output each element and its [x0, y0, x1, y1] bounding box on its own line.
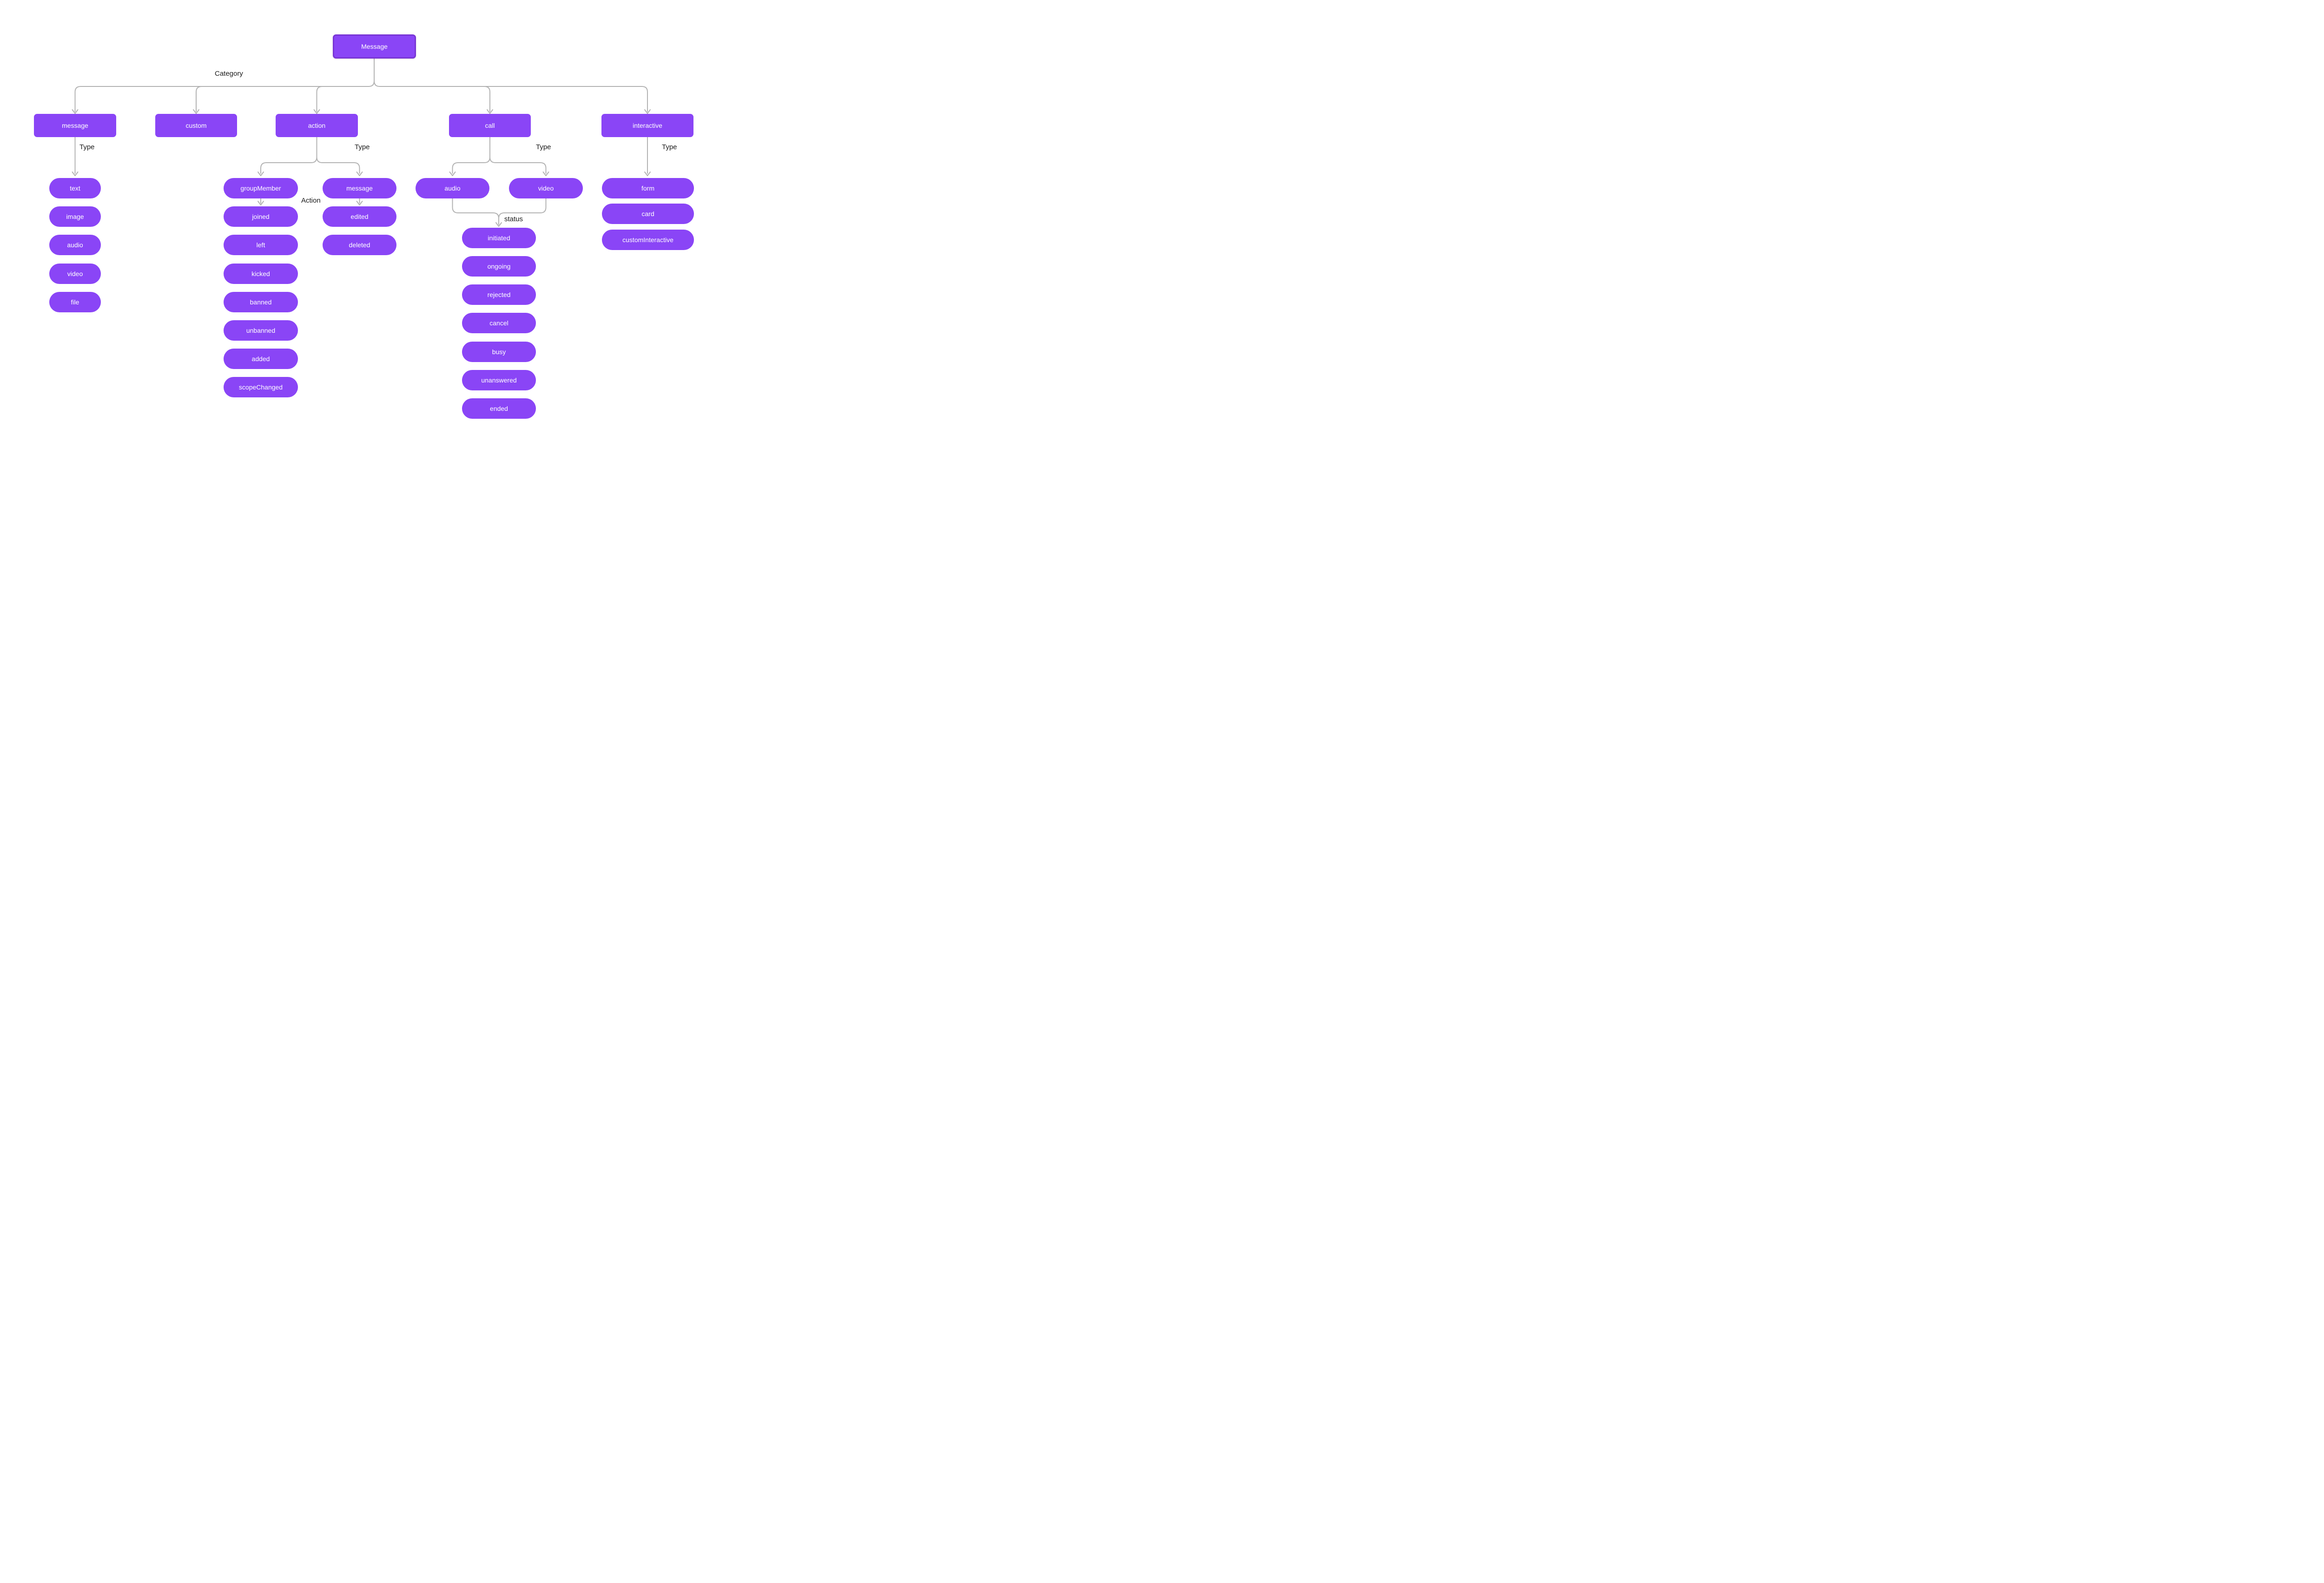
edge-rail-to-custom	[196, 86, 202, 112]
arrowhead	[193, 109, 199, 114]
node-type-audio: audio	[49, 235, 101, 255]
edge-action-fork-left	[260, 137, 317, 174]
node-type-file: file	[49, 292, 101, 312]
edge-root-to-left-rail	[74, 58, 375, 112]
edge-label-category: Category	[215, 70, 243, 78]
node-interactive-form: form	[602, 178, 694, 198]
node-type-text: text	[49, 178, 101, 198]
node-action-unbanned: unbanned	[224, 320, 298, 341]
node-action-added: added	[224, 349, 298, 369]
edge-call-fork-left	[452, 137, 490, 174]
edge-video-merge	[498, 198, 547, 219]
node-type-video: video	[49, 264, 101, 284]
arrowhead	[356, 201, 363, 205]
node-category-custom: custom	[155, 114, 237, 137]
edges-layer	[72, 58, 651, 227]
edge-label-type-call: Type	[536, 143, 551, 151]
arrowhead	[644, 171, 651, 176]
node-action-left: left	[224, 235, 298, 255]
edge-label-status: status	[504, 215, 523, 223]
node-type-image: image	[49, 206, 101, 227]
arrowhead	[356, 171, 363, 176]
edge-action-fork-right	[316, 157, 360, 174]
edge-audio-merge	[452, 198, 499, 225]
arrowhead	[72, 109, 79, 114]
node-status-initiated: initiated	[462, 228, 536, 248]
node-action-deleted: deleted	[323, 235, 396, 255]
node-action-scopechanged: scopeChanged	[224, 377, 298, 397]
node-action-edited: edited	[323, 206, 396, 227]
arrowhead	[313, 109, 320, 114]
node-category-call: call	[449, 114, 531, 137]
edge-label-type-interactive: Type	[662, 143, 677, 151]
node-action-joined: joined	[224, 206, 298, 227]
node-call-audio: audio	[416, 178, 489, 198]
node-action-kicked: kicked	[224, 264, 298, 284]
edge-label-type-message: Type	[79, 143, 95, 151]
node-call-video: video	[509, 178, 583, 198]
node-category-interactive: interactive	[601, 114, 693, 137]
node-status-busy: busy	[462, 342, 536, 362]
edge-call-fork-right	[489, 157, 547, 174]
node-status-rejected: rejected	[462, 284, 536, 305]
node-status-cancel: cancel	[462, 313, 536, 333]
node-category-message: message	[34, 114, 116, 137]
node-action-banned: banned	[224, 292, 298, 312]
edge-rail-to-call	[484, 86, 490, 112]
arrowhead	[449, 171, 456, 176]
node-status-ongoing: ongoing	[462, 256, 536, 277]
arrowhead	[487, 109, 493, 114]
edge-root-to-right-rail	[374, 80, 648, 112]
arrowhead	[72, 171, 79, 176]
arrowhead	[257, 201, 264, 205]
node-interactive-card: card	[602, 204, 694, 224]
edge-label-type-action: Type	[355, 143, 370, 151]
edge-label-action: Action	[301, 197, 321, 204]
arrowhead	[495, 222, 502, 227]
node-message-root: Message	[333, 34, 416, 59]
arrowhead	[644, 109, 651, 114]
node-interactive-custominteractive: customInteractive	[602, 230, 694, 250]
arrowhead	[542, 171, 549, 176]
edge-rail-to-action	[316, 86, 323, 112]
node-status-ended: ended	[462, 398, 536, 419]
node-action-groupmember: groupMember	[224, 178, 298, 198]
node-category-action: action	[276, 114, 358, 137]
message-structure-diagram: Category Type Type Type Type Action stat…	[0, 0, 729, 454]
node-action-message: message	[323, 178, 396, 198]
arrowhead	[257, 171, 264, 176]
node-status-unanswered: unanswered	[462, 370, 536, 390]
